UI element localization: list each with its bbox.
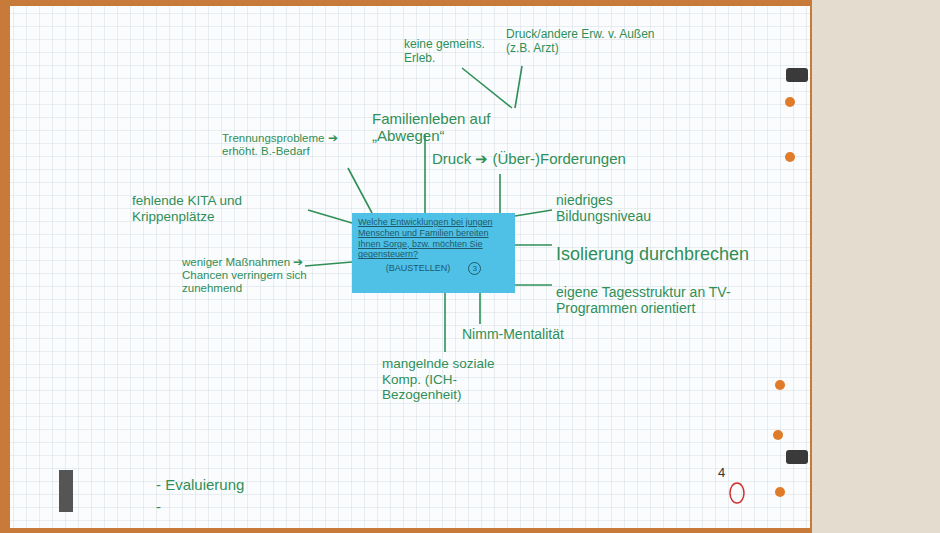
branch-text: Trennungsprobleme ➔ erhöht. B.-Bedarf: [222, 132, 362, 158]
branch-text: Familienleben auf „Abwegen“: [372, 110, 562, 145]
sub-branch: keine gemeins. Erleb.: [404, 38, 514, 66]
branch-text: weniger Maßnahmen ➔ Chancen verringern s…: [182, 256, 307, 296]
note: - Evaluierung: [156, 476, 296, 493]
sub-branch: Druck/andere Erw. v. Außen (z.B. Arzt): [506, 28, 656, 56]
branch-text: Druck ➔ (Über-)Forderungen: [432, 150, 632, 167]
branch-text: eigene Tagesstruktur an TV-Programmen or…: [556, 284, 766, 316]
branch-text: mangelnde soziale Komp. (ICH-Bezogenheit…: [382, 356, 522, 403]
circled-number: 3: [468, 262, 481, 275]
footer-row: (BAUSTELLEN) 3: [358, 262, 509, 275]
branch-text: niedriges Bildungsniveau: [556, 192, 681, 224]
note: -: [156, 498, 186, 515]
page-number: 4: [718, 466, 738, 481]
branch-text: Isolierung durchbrechen: [556, 244, 761, 265]
branch-text: Nimm-Mentalität: [462, 326, 602, 342]
branch-text: fehlende KITA und Krippenplätze: [132, 193, 302, 224]
question-box: Welche Entwicklungen bei jungen Menschen…: [352, 213, 515, 293]
subtitle: (BAUSTELLEN): [386, 263, 451, 274]
question-text: Welche Entwicklungen bei jungen Menschen…: [358, 217, 509, 260]
